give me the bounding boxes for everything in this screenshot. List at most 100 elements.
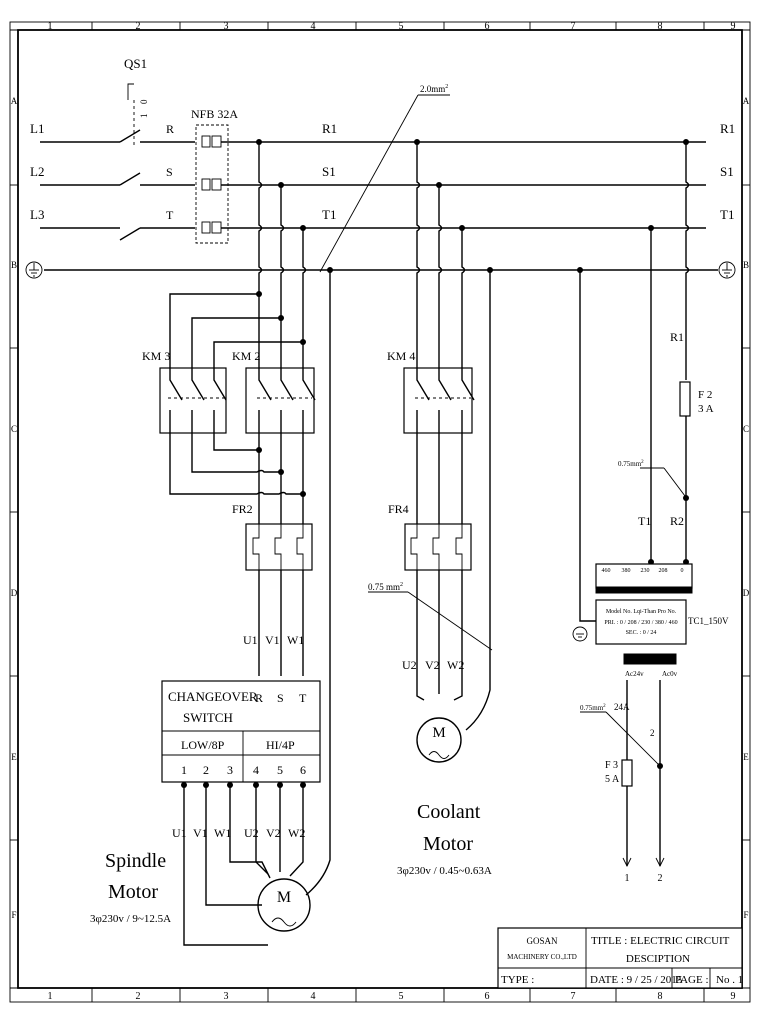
transformer-rating: TC1_150V — [688, 616, 729, 626]
phase-label-t: T — [166, 208, 174, 222]
col-label-bottom: 6 — [485, 991, 490, 1002]
switch-terminal: 4 — [253, 763, 259, 777]
coolant-wire-leader — [407, 591, 493, 651]
ground-icon — [718, 261, 736, 279]
fr2-overload-relay — [245, 523, 313, 571]
spindle-motor-title-2: Motor — [108, 881, 158, 903]
date-field: DATE : 9 / 25 / 2015 — [590, 974, 683, 986]
transformer-secondary: SEC. : 0 / 24 — [626, 630, 657, 636]
switch-terminal: 5 — [277, 763, 283, 777]
col-label-top: 3 — [224, 21, 229, 32]
coolant-motor-title: Coolant — [417, 801, 481, 823]
motor-lead-w2: W2 — [288, 826, 305, 840]
wire-size-leader — [319, 94, 419, 273]
row-label-left: F — [11, 910, 16, 920]
col-label-top: 5 — [399, 21, 404, 32]
qs1-contact — [119, 227, 141, 241]
transformer-primary-taps — [595, 563, 693, 589]
row-label-left: D — [11, 588, 18, 598]
type-field: TYPE : — [501, 974, 534, 986]
coolant-lead-v2: V2 — [425, 658, 440, 672]
col-label-bottom: 8 — [658, 991, 663, 1002]
motor-lead-w1: W1 — [214, 826, 231, 840]
spindle-ground-wire — [305, 270, 331, 896]
col-label-bottom: 9 — [731, 991, 736, 1002]
drawing-title-2: DESCIPTION — [626, 953, 690, 965]
col-label-bottom: 2 — [136, 991, 141, 1002]
transformer-model: Model No. Lqi-Than Pro No. — [606, 609, 677, 615]
switch-terminal-r: R — [255, 691, 263, 705]
secondary-wire-leader — [605, 711, 663, 769]
page-number: No . 1 — [716, 974, 743, 986]
line-label-l2: L2 — [30, 164, 44, 179]
switch-title-2: SWITCH — [183, 710, 233, 725]
qs1-contact — [119, 129, 141, 143]
changeover-switch — [161, 680, 321, 783]
high-speed-label: HI/4P — [266, 738, 295, 752]
spindle-motor-title: Spindle — [105, 850, 166, 872]
fr4-overload-relay — [404, 523, 472, 571]
qs1-contact — [119, 172, 141, 186]
title-block: GOSAN MACHINERY CO.,LTD TITLE : ELECTRIC… — [497, 927, 743, 989]
qs1-on-mark: 1 — [139, 114, 149, 119]
wire-label-w1: W1 — [287, 633, 304, 647]
control-output-2: 2 — [658, 873, 663, 884]
tap-label: 230 — [641, 568, 650, 574]
motor-lead-u2: U2 — [244, 826, 259, 840]
row-label-right: C — [743, 424, 749, 434]
col-label-top: 6 — [485, 21, 490, 32]
bus-label-r1: R1 — [322, 121, 337, 136]
col-label-bottom: 4 — [311, 991, 316, 1002]
coolant-motor-letter: M — [432, 725, 445, 741]
coolant-motor-icon — [416, 717, 462, 763]
col-label-top: 9 — [731, 21, 736, 32]
nfb-breaker — [195, 124, 229, 244]
page-field: PAGE : — [675, 974, 709, 986]
row-label-left: B — [11, 260, 17, 270]
ground-icon — [25, 261, 43, 279]
km2-contactor — [245, 367, 315, 434]
company-subname: MACHINERY CO.,LTD — [507, 953, 577, 961]
tap-label: 380 — [622, 568, 631, 574]
control-r2-label: R2 — [670, 514, 684, 528]
km2-label: KM 2 — [232, 349, 260, 363]
low-speed-label: LOW/8P — [181, 738, 225, 752]
control-transformer-tc1 — [595, 599, 687, 645]
bus-end-t1: T1 — [720, 207, 734, 222]
fuse-f2-rating: 3 A — [698, 403, 714, 415]
bus-end-r1: R1 — [720, 121, 735, 136]
tap-label: 0 — [681, 568, 684, 574]
control-r1-label: R1 — [670, 330, 684, 344]
transformer-primary: PRI. : 0 / 208 / 230 / 380 / 460 — [604, 620, 677, 626]
coolant-section: KM 4 FR4 U2 V2 W2 0.75 mm2 M Coolant Mot — [368, 142, 493, 877]
row-label-left: E — [11, 752, 17, 762]
col-label-bottom: 1 — [48, 991, 53, 1002]
row-label-right: E — [743, 752, 749, 762]
switch-terminal: 6 — [300, 763, 306, 777]
col-label-bottom: 5 — [399, 991, 404, 1002]
qs1-label: QS1 — [124, 56, 147, 71]
fuse-f2-label: F 2 — [698, 389, 712, 401]
row-label-left: C — [11, 424, 17, 434]
motor-lead-v2: V2 — [266, 826, 281, 840]
fr2-label: FR2 — [232, 502, 253, 516]
sec-ac0-label: Ac0v — [662, 670, 678, 678]
control-wire-size: 0.75mm2 — [618, 460, 644, 468]
row-label-right: F — [743, 910, 748, 920]
spindle-motor-letter: M — [277, 889, 291, 906]
km4-label: KM 4 — [387, 349, 415, 363]
tap-label: 460 — [602, 568, 611, 574]
spindle-motor-icon — [257, 878, 311, 932]
fr4-label: FR4 — [388, 502, 409, 516]
spindle-motor-spec: 3φ230v / 9~12.5A — [90, 913, 171, 925]
control-wire-leader — [663, 467, 689, 501]
transformer-secondary-coil — [623, 653, 677, 665]
coolant-lead-w2: W2 — [447, 658, 464, 672]
bus-label-t1: T1 — [322, 207, 336, 222]
col-label-top: 1 — [48, 21, 53, 32]
control-output-1: 1 — [625, 873, 630, 884]
row-label-right: D — [743, 588, 750, 598]
fuse-f3-label: F 3 — [605, 760, 618, 771]
motor-lead-u1: U1 — [172, 826, 187, 840]
col-label-top: 8 — [658, 21, 663, 32]
